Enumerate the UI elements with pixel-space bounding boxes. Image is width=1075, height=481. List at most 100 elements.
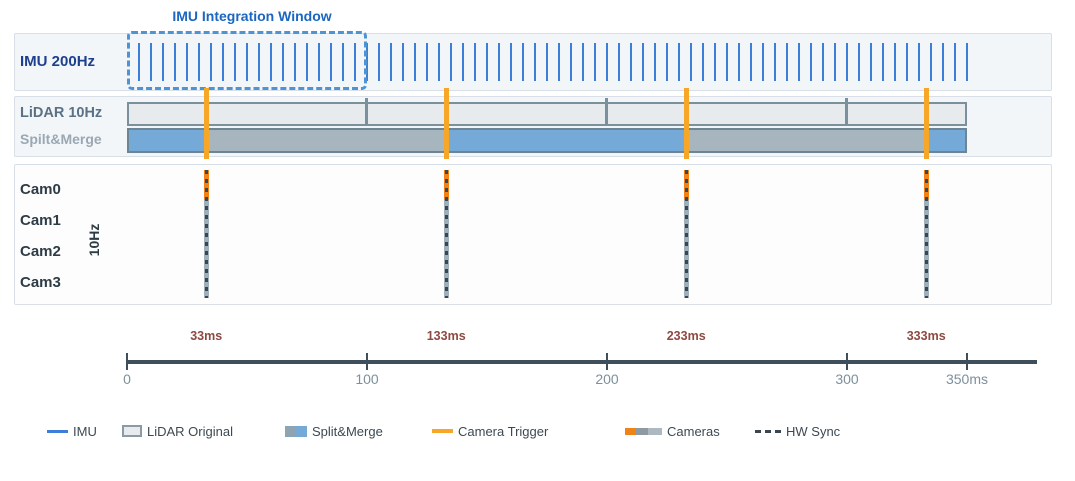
imu-tick	[438, 43, 440, 81]
imu-tick	[198, 43, 200, 81]
axis-tick	[966, 353, 968, 370]
imu-tick	[354, 43, 356, 81]
imu-tick	[570, 43, 572, 81]
imu-tick	[414, 43, 416, 81]
imu-tick	[678, 43, 680, 81]
imu-tick	[366, 43, 368, 81]
axis-tick	[366, 353, 368, 370]
imu-tick	[750, 43, 752, 81]
imu-tick	[690, 43, 692, 81]
split-merge-segment-blue	[446, 130, 687, 151]
imu-tick	[714, 43, 716, 81]
camera-panel	[14, 164, 1052, 305]
legend-label: Split&Merge	[312, 423, 383, 439]
imu-tick	[150, 43, 152, 81]
imu-tick	[246, 43, 248, 81]
imu-tick	[630, 43, 632, 81]
imu-tick	[846, 43, 848, 81]
axis-tick-label: 350ms	[945, 371, 989, 387]
camera-trigger-swatch-icon	[432, 429, 453, 433]
lidar-scan-divider	[605, 98, 608, 126]
legend-item-imu: IMU	[47, 421, 97, 441]
imu-tick	[822, 43, 824, 81]
axis-tick	[126, 353, 128, 370]
hw-sync-dash-swatch-icon	[755, 429, 781, 433]
imu-tick	[894, 43, 896, 81]
split-merge-swatch-icon	[285, 425, 307, 437]
imu-tick	[966, 43, 968, 81]
lidar-row-label: LiDAR 10Hz	[20, 105, 103, 121]
imu-tick	[798, 43, 800, 81]
imu-tick	[138, 43, 140, 81]
legend-label: Cameras	[667, 423, 720, 439]
split-merge-segment-blue	[926, 130, 965, 151]
imu-tick	[342, 43, 344, 81]
axis-tick	[606, 353, 608, 370]
trigger-duration-label: 233ms	[666, 329, 706, 343]
imu-tick	[162, 43, 164, 81]
imu-tick	[462, 43, 464, 81]
hw-sync-dashed-line	[684, 170, 688, 298]
cam0-label: Cam0	[20, 181, 61, 198]
imu-tick	[774, 43, 776, 81]
imu-tick	[318, 43, 320, 81]
camera-trigger-line	[683, 88, 689, 159]
legend: IMU LiDAR Original Split&Merge Camera Tr…	[0, 421, 1075, 441]
imu-tick	[498, 43, 500, 81]
imu-row-label: IMU 200Hz	[20, 53, 96, 70]
trigger-duration-label: 33ms	[190, 329, 223, 343]
axis-tick-label: 0	[123, 371, 131, 387]
imu-tick	[546, 43, 548, 81]
camera-trigger-line	[443, 88, 449, 159]
legend-label: LiDAR Original	[147, 423, 233, 439]
imu-tick	[210, 43, 212, 81]
legend-label: IMU	[73, 423, 97, 439]
imu-tick	[738, 43, 740, 81]
axis-tick-label: 100	[355, 371, 379, 387]
split-merge-segment-blue	[129, 130, 207, 151]
split-merge-row-label: Spilt&Merge	[20, 131, 102, 147]
camera-trigger-line	[923, 88, 929, 159]
axis-tick-label: 200	[595, 371, 619, 387]
imu-tick	[234, 43, 236, 81]
imu-tick	[834, 43, 836, 81]
imu-tick	[186, 43, 188, 81]
imu-tick	[582, 43, 584, 81]
legend-item-camera-trigger: Camera Trigger	[432, 421, 548, 441]
lidar-scan-divider	[365, 98, 368, 126]
time-axis-line	[127, 360, 1037, 364]
legend-label: Camera Trigger	[458, 423, 549, 439]
imu-tick	[858, 43, 860, 81]
cam1-label: Cam1	[20, 212, 61, 229]
camera-sync-column	[443, 170, 449, 298]
lidar-rect-swatch-icon	[122, 425, 142, 437]
trigger-duration-label: 333ms	[906, 329, 946, 343]
camera-sync-column	[203, 170, 209, 298]
camera-sync-column	[923, 170, 929, 298]
split-merge-bar	[127, 128, 967, 153]
lidar-scan-divider	[845, 98, 848, 126]
cameras-swatch-icon	[625, 427, 662, 435]
imu-line-swatch-icon	[47, 429, 68, 433]
imu-tick	[954, 43, 956, 81]
split-merge-segment-gray	[206, 130, 447, 151]
imu-tick	[810, 43, 812, 81]
imu-tick	[882, 43, 884, 81]
imu-tick	[258, 43, 260, 81]
legend-item-cameras: Cameras	[625, 421, 720, 441]
imu-tick	[726, 43, 728, 81]
camera-sync-column	[683, 170, 689, 298]
imu-tick	[654, 43, 656, 81]
camera-trigger-line	[203, 88, 209, 159]
imu-tick	[522, 43, 524, 81]
imu-tick	[930, 43, 932, 81]
imu-tick	[390, 43, 392, 81]
imu-tick	[270, 43, 272, 81]
imu-tick	[330, 43, 332, 81]
imu-tick	[558, 43, 560, 81]
trigger-duration-label: 133ms	[426, 329, 466, 343]
imu-tick	[906, 43, 908, 81]
imu-tick	[594, 43, 596, 81]
imu-tick	[222, 43, 224, 81]
